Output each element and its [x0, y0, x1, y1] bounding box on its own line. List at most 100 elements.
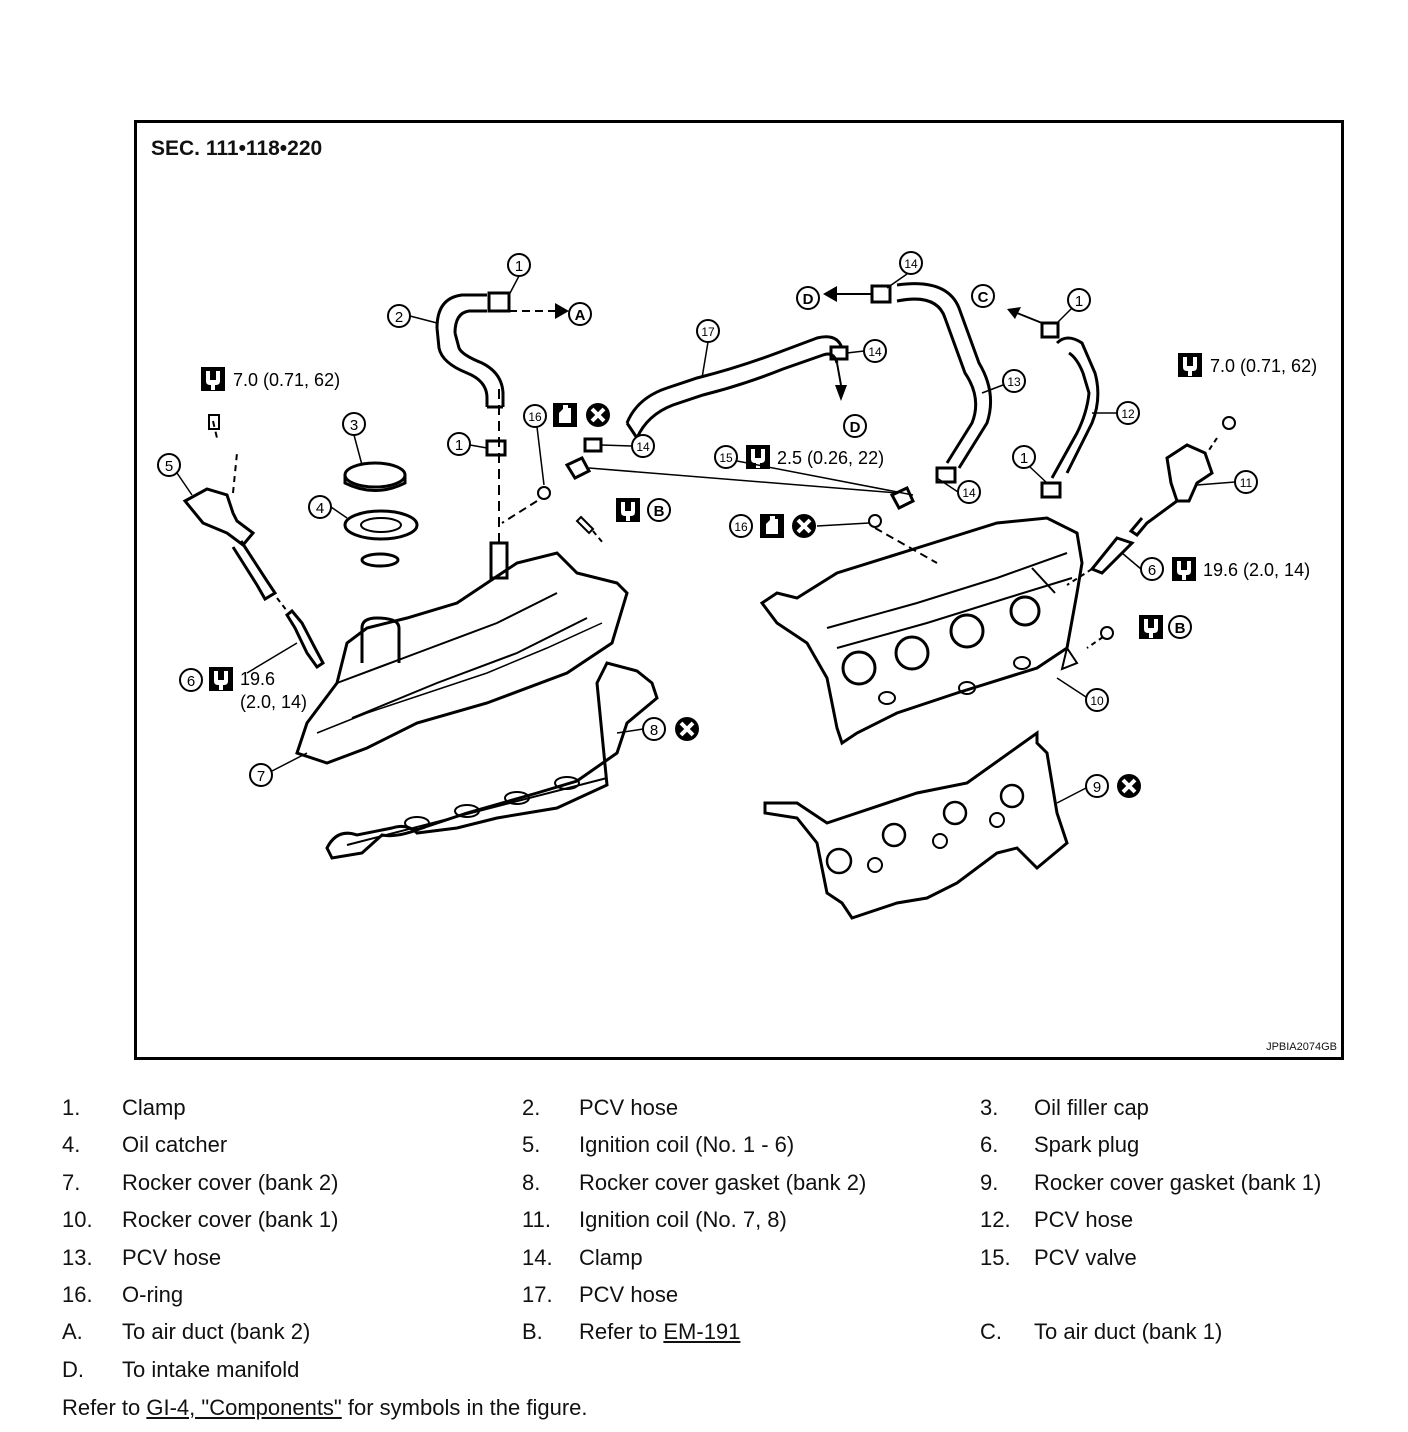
callout-6-left: 6 — [179, 668, 203, 692]
legend-row: 7. Rocker cover (bank 2) 8. Rocker cover ga… — [62, 1168, 1382, 1205]
legend-item: PCV hose — [579, 1093, 678, 1123]
svg-text:10: 10 — [1090, 694, 1104, 708]
legend-number: 13. — [62, 1244, 93, 1270]
legend-text: PCV hose — [1034, 1207, 1134, 1233]
legend-number: 3. — [980, 1095, 999, 1120]
legend-item: Rocker cover (bank 1) — [122, 1205, 338, 1235]
legend-item: Rocker cover (bank 2) — [122, 1168, 338, 1198]
torque-icon — [201, 367, 225, 391]
legend-item: Oil catcher — [122, 1130, 227, 1160]
legend-text: Ignition coil (No. 7, 8) — [579, 1207, 787, 1233]
legend-number: D. — [62, 1356, 84, 1382]
rocker-cover-bank2 — [295, 551, 629, 765]
legend-item: PCV hose — [1034, 1205, 1133, 1235]
svg-text:7: 7 — [257, 768, 265, 785]
legend-text: Ignition coil (No. 1 - 6) — [579, 1132, 795, 1158]
torque-coil-bank2: 7.0 (0.71, 62) — [233, 370, 340, 390]
legend-number: 11. — [522, 1207, 551, 1233]
legend-text: Rocker cover gasket (bank 1) — [1034, 1169, 1322, 1195]
svg-text:D: D — [803, 291, 814, 308]
svg-text:8: 8 — [650, 722, 658, 739]
callout-2: 2 — [387, 304, 411, 328]
svg-text:14: 14 — [636, 440, 650, 454]
svg-text:A: A — [575, 307, 586, 324]
legend-number: 12. — [980, 1207, 1011, 1233]
legend-item: To intake manifold — [122, 1355, 299, 1385]
legend-number: 6. — [980, 1132, 999, 1158]
torque-icon — [1178, 353, 1202, 377]
callout-B-right: B — [1168, 615, 1192, 639]
legend-number: 1. — [62, 1095, 81, 1120]
svg-text:17: 17 — [701, 325, 715, 339]
callout-13: 13 — [1002, 369, 1026, 393]
callout-1a: 1 — [507, 253, 531, 277]
torque-icon — [616, 498, 640, 522]
svg-text:15: 15 — [719, 451, 733, 465]
callout-1d: 1 — [1012, 445, 1036, 469]
legend-item: PCV hose — [122, 1243, 221, 1273]
callout-9: 9 — [1085, 774, 1109, 798]
legend-number: 8. — [522, 1169, 541, 1195]
callout-14-a: 14 — [631, 434, 655, 458]
legend-number: 16. — [62, 1281, 93, 1307]
legend-text: PCV hose — [579, 1095, 679, 1120]
svg-text:D: D — [850, 419, 861, 436]
pcv-hose-17 — [625, 335, 844, 439]
legend-text: Clamp — [122, 1095, 186, 1120]
legend-item: Spark plug — [1034, 1130, 1139, 1160]
legend-item: Ignition coil (No. 1 - 6) — [579, 1130, 794, 1160]
svg-text:12: 12 — [1121, 407, 1135, 421]
legend-item: To air duct (bank 2) — [122, 1317, 310, 1347]
no-reuse-icon — [1115, 772, 1143, 800]
callout-7: 7 — [249, 763, 273, 787]
legend-link[interactable]: EM-191 — [663, 1319, 741, 1345]
callout-D-lower: D — [843, 414, 867, 438]
svg-text:14: 14 — [904, 257, 918, 271]
legend-text: PCV hose — [122, 1244, 222, 1270]
legend-number: 5. — [522, 1132, 541, 1158]
legend-text: PCV valve — [1034, 1244, 1137, 1270]
symbols-note: Refer to GI-4, "Components" for symbols … — [62, 1393, 588, 1423]
callout-12: 12 — [1116, 401, 1140, 425]
exploded-diagram: 1 2 A 3 1 4 5 6 7 8 16 14 17 14 D 14 D 1… — [134, 120, 1344, 1060]
legend-number: 2. — [522, 1095, 541, 1120]
legend-text: Oil filler cap — [1034, 1095, 1149, 1120]
legend-text: Rocker cover (bank 1) — [122, 1207, 339, 1233]
svg-text:11: 11 — [1240, 476, 1253, 490]
gi4-components-link[interactable]: GI-4, "Components" — [146, 1395, 342, 1420]
legend-item: O-ring — [122, 1280, 183, 1310]
note-prefix: Refer to — [62, 1395, 147, 1420]
legend-item: Rocker cover gasket (bank 1) — [1034, 1168, 1321, 1198]
legend-number: 7. — [62, 1169, 81, 1195]
legend-item: Clamp — [122, 1093, 186, 1123]
callout-4: 4 — [308, 495, 332, 519]
callout-B-left: B — [647, 498, 671, 522]
legend-text: Rocker cover (bank 2) — [122, 1169, 339, 1195]
svg-text:3: 3 — [350, 417, 358, 434]
callout-15-left: 15 — [714, 445, 738, 469]
legend-item: Clamp — [579, 1243, 643, 1273]
legend-text: To air duct (bank 1) — [1034, 1319, 1223, 1345]
legend-number: A. — [62, 1319, 83, 1345]
callout-16-left: 16 — [523, 404, 547, 428]
svg-text:B: B — [1175, 620, 1186, 637]
torque-icon — [209, 667, 233, 691]
rocker-cover-bank1 — [759, 516, 1084, 746]
svg-text:16: 16 — [734, 520, 748, 534]
legend-row: 1. Clamp 2. PCV hose 3. Oil filler cap — [62, 1093, 1382, 1130]
legend-text: To intake manifold — [122, 1356, 300, 1382]
callout-1b: 1 — [447, 432, 471, 456]
svg-text:13: 13 — [1007, 375, 1021, 389]
svg-text:14: 14 — [962, 486, 976, 500]
torque-icon — [1172, 557, 1196, 581]
section-title: SEC. 111•118•220 — [151, 137, 323, 160]
callout-8: 8 — [642, 717, 666, 741]
svg-text:1: 1 — [1020, 450, 1028, 467]
legend-number: 4. — [62, 1132, 81, 1158]
callout-3: 3 — [342, 412, 366, 436]
legend-number: 15. — [980, 1244, 1011, 1270]
svg-text:B: B — [654, 503, 665, 520]
svg-text:2: 2 — [395, 309, 403, 326]
